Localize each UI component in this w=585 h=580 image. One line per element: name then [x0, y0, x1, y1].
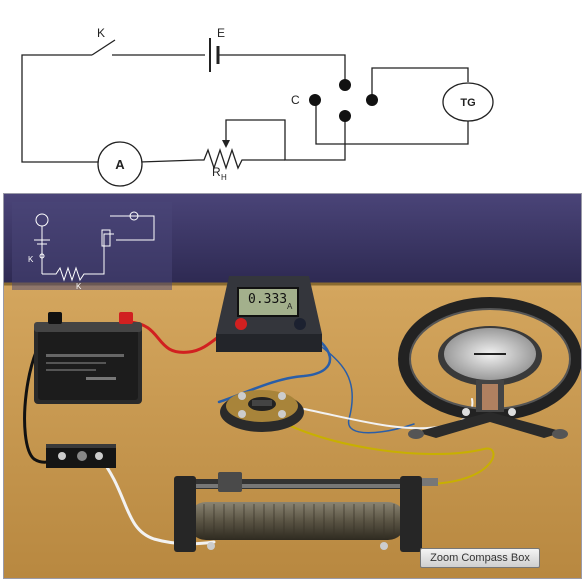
circuit-diagram: A TG K E C R H — [21, 26, 494, 187]
zoom-compass-box-button[interactable]: Zoom Compass Box — [420, 548, 540, 568]
ammeter-red-terminal[interactable] — [235, 318, 247, 330]
battery-negative-terminal[interactable] — [48, 312, 62, 324]
white-wire[interactable] — [97, 454, 216, 546]
rheostat-slider[interactable] — [218, 472, 242, 492]
yellow-wire[interactable] — [261, 408, 495, 485]
rheostat-terminal-left[interactable] — [207, 542, 215, 550]
wire-commutator-tg-bottom — [315, 100, 469, 145]
ammeter-label: A — [115, 157, 125, 172]
battery-label: E — [217, 26, 225, 40]
rheostat-subscript: H — [221, 173, 227, 182]
ammeter-black-terminal[interactable] — [294, 318, 306, 330]
ammeter-symbol — [97, 141, 143, 187]
plug-key[interactable] — [46, 444, 116, 468]
ammeter-reading: 0.333 — [248, 290, 290, 310]
galvanometer-label: TG — [460, 97, 475, 109]
rheostat-coil-windings — [203, 504, 395, 538]
commutator-terminal-2 — [309, 94, 321, 106]
rheostat-coil — [198, 147, 285, 171]
rheostat-label: R — [212, 165, 221, 179]
battery[interactable] — [34, 312, 142, 404]
ammeter-display — [237, 287, 299, 317]
wire-commutator-rheostat — [225, 116, 346, 161]
tangent-galvanometer[interactable] — [398, 297, 581, 439]
rheostat[interactable] — [174, 472, 438, 552]
ammeter-value: 0.333 — [248, 292, 288, 307]
commutator-terminal-1 — [339, 79, 351, 91]
mini-key-label: K — [28, 255, 34, 264]
key-label: K — [97, 26, 105, 40]
simulation-scene: K K — [4, 194, 581, 578]
rheostat-slider-arrow-icon — [222, 140, 230, 148]
tangent-galvanometer-symbol — [442, 82, 494, 122]
commutator-terminal-4 — [339, 110, 351, 122]
wire-ammeter-rheostat — [139, 159, 199, 163]
wire-left — [21, 54, 98, 163]
commutator-label: C — [291, 93, 300, 107]
ammeter[interactable] — [216, 276, 322, 352]
wire-commutator-tg-top — [371, 67, 469, 100]
battery-positive-terminal[interactable] — [119, 312, 133, 324]
rheostat-terminal-right[interactable] — [380, 542, 388, 550]
ammeter-unit: A — [287, 302, 293, 311]
key-switch — [91, 39, 116, 56]
commutator[interactable] — [220, 390, 304, 432]
wire-battery-commutator — [218, 54, 346, 80]
simulation-panel: K K — [3, 193, 582, 579]
commutator-terminal-3 — [366, 94, 378, 106]
mini-circuit-map[interactable]: K K — [12, 202, 172, 291]
mini-rheostat-label: K — [76, 282, 82, 291]
